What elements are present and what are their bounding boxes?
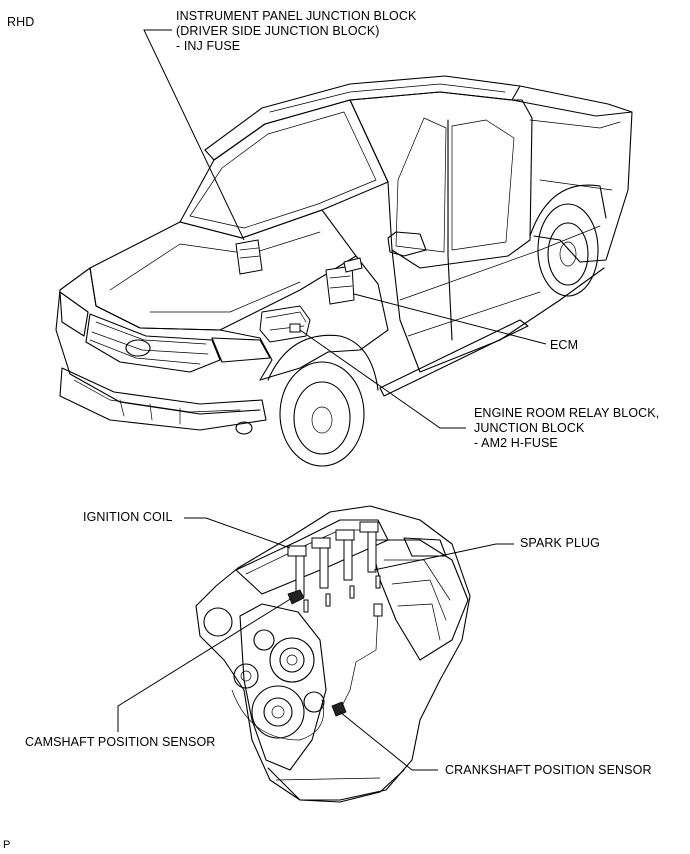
footer-tag: P xyxy=(3,839,11,851)
spark-plug-label: SPARK PLUG xyxy=(520,536,600,550)
region-tag: RHD xyxy=(7,15,35,29)
engine-room-label: ENGINE ROOM RELAY BLOCK, JUNCTION BLOCK … xyxy=(474,406,659,451)
instrument-panel-label-line1: INSTRUMENT PANEL JUNCTION BLOCK xyxy=(176,9,417,23)
camshaft-position-sensor xyxy=(287,589,305,605)
instrument-panel-junction-block xyxy=(235,239,263,275)
engine-room-relay-block xyxy=(259,305,311,343)
ecm-unit xyxy=(325,257,363,305)
engine-drawing xyxy=(195,505,471,803)
pickup-truck-drawing xyxy=(55,75,633,467)
camshaft-sensor-label: CAMSHAFT POSITION SENSOR xyxy=(25,735,216,749)
spark-plug-set xyxy=(303,575,381,613)
engine-room-label-line3: - AM2 H-FUSE xyxy=(474,436,558,450)
instrument-panel-label-line2: (DRIVER SIDE JUNCTION BLOCK) xyxy=(176,24,380,38)
ecm-label: ECM xyxy=(550,338,579,352)
ignition-coil-set xyxy=(287,521,379,597)
ignition-coil-label: IGNITION COIL xyxy=(83,510,173,524)
instrument-panel-label: INSTRUMENT PANEL JUNCTION BLOCK (DRIVER … xyxy=(176,9,416,54)
engine-room-label-line1: ENGINE ROOM RELAY BLOCK, xyxy=(474,406,660,420)
instrument-panel-label-line3: - INJ FUSE xyxy=(176,39,241,53)
engine-room-label-line2: JUNCTION BLOCK xyxy=(474,421,585,435)
crankshaft-position-sensor xyxy=(331,603,383,717)
crankshaft-sensor-label: CRANKSHAFT POSITION SENSOR xyxy=(445,763,652,777)
leader-lines xyxy=(117,29,547,771)
